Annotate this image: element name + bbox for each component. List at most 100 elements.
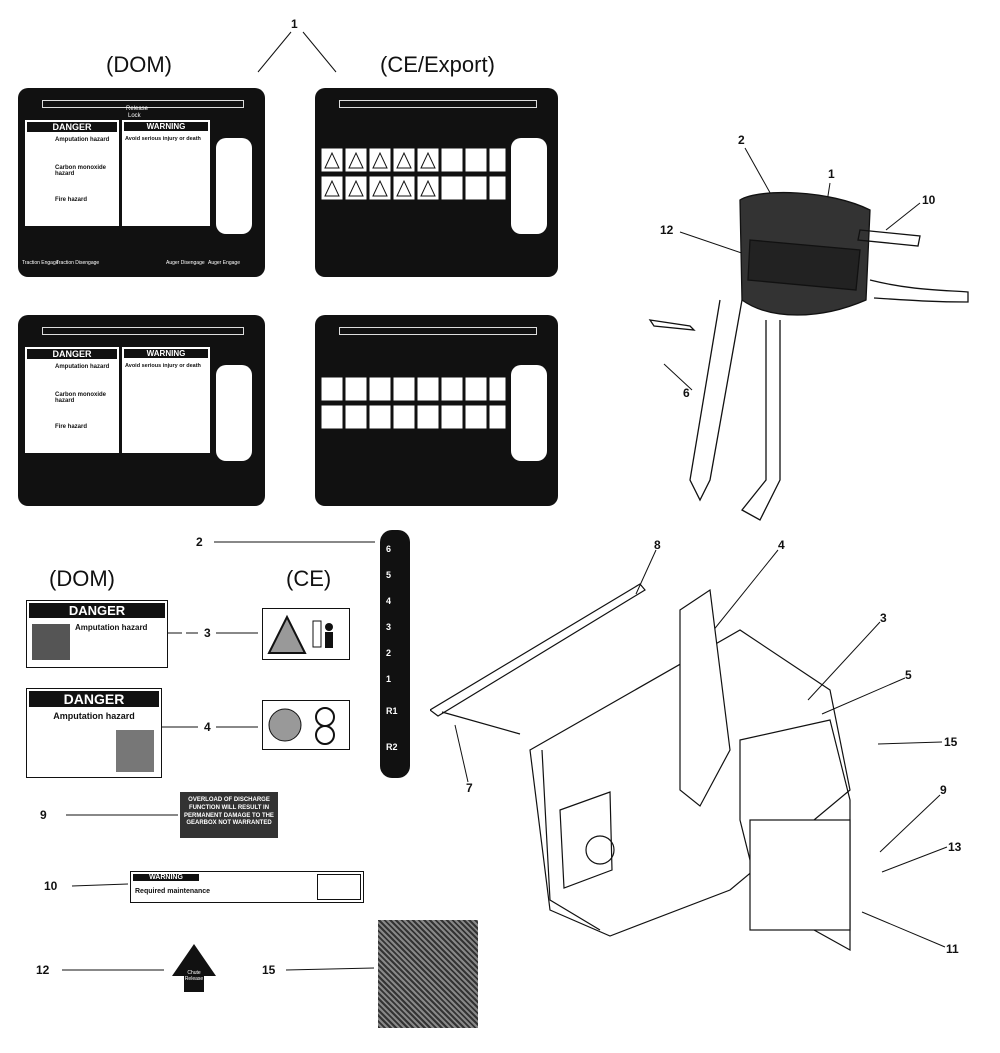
decal-4-danger-title: DANGER (29, 691, 159, 707)
callout-2-strip: 2 (196, 535, 203, 549)
carbon-text: Carbon monoxide hazard (55, 165, 107, 177)
callout-10-decal: 10 (44, 879, 58, 893)
warning-block: WARNING Avoid serious injury or death (122, 120, 210, 226)
decal-3-pictogram (32, 624, 70, 660)
key-slot-ce-2 (511, 365, 547, 461)
decal-3-ce-pictogram (267, 614, 333, 654)
avoid-injury-text: Avoid serious injury or death (125, 136, 201, 142)
traction-disengage-text: Traction Disengage (56, 260, 100, 266)
speed-label-4: 4 (386, 596, 392, 606)
callout-6-handle: 6 (683, 386, 690, 400)
fire-text-2: Fire hazard (55, 424, 88, 430)
panel-track-ce (339, 100, 537, 108)
leader-15-housing (877, 741, 943, 745)
leader-6-handle (663, 363, 693, 391)
callout-12-handle: 12 (660, 223, 674, 237)
panel-track-ce-2 (339, 327, 537, 335)
decal-3-ce (262, 608, 350, 660)
callout-1-handle: 1 (828, 167, 835, 181)
decal-4-amputation: Amputation hazard (53, 711, 135, 721)
panel-release-text: Release (126, 106, 149, 112)
decal-4-ce (262, 700, 350, 750)
panel-track (42, 100, 244, 108)
key-slot-ce (511, 138, 547, 234)
control-panel-decal-dom-1: Release Lock DANGER Amputation hazard Ca… (18, 88, 265, 277)
amputation-text-2: Amputation hazard (55, 364, 110, 370)
callout-4-decal: 4 (204, 720, 211, 734)
control-panel-decal-ce-1 (315, 88, 558, 277)
warning-block-2: WARNING Avoid serious injury or death (122, 347, 210, 453)
decal-3-amputation: Amputation hazard (75, 623, 148, 632)
callout-13-housing: 13 (948, 840, 962, 854)
panel-track-2 (42, 327, 244, 335)
auger-engage-text: Auger Engage (208, 260, 240, 266)
traction-engage-text: Traction Engage (22, 260, 59, 266)
danger-heading-2: DANGER (27, 349, 117, 359)
decal-3-dom: DANGER Amputation hazard (26, 600, 168, 668)
callout-4-housing: 4 (778, 538, 785, 552)
decal-10: WARNING Required maintenance (130, 871, 364, 903)
decal-12-chute-release (172, 944, 216, 992)
control-panel-decal-ce-2 (315, 315, 558, 506)
speed-label-6: 6 (386, 544, 392, 554)
speed-label-r1: R1 (386, 706, 398, 716)
warning-heading-2: WARNING (124, 349, 208, 358)
heading-ce-export-top: (CE/Export) (380, 52, 495, 77)
leader-13-housing (881, 846, 948, 873)
amputation-text: Amputation hazard (55, 137, 110, 143)
callout-9-housing: 9 (940, 783, 947, 797)
leader-8 (635, 549, 657, 595)
callout-3-decal: 3 (204, 626, 211, 640)
callout-15-housing: 15 (944, 735, 958, 749)
key-slot-2 (216, 365, 252, 461)
speed-label-3: 3 (386, 622, 392, 632)
callout-9-decal: 9 (40, 808, 47, 822)
speed-label-2: 2 (386, 648, 392, 658)
heading-dom-mid: (DOM) (49, 566, 115, 591)
heading-ce-mid: (CE) (286, 566, 332, 591)
callout-12-decal: 12 (36, 963, 50, 977)
handle-assembly (648, 191, 969, 521)
decal-10-maintenance: Required maintenance (135, 888, 211, 895)
callout-15-decal: 15 (262, 963, 276, 977)
fire-text: Fire hazard (55, 197, 88, 203)
callout-7-housing: 7 (466, 781, 473, 795)
callout-10-handle: 10 (922, 193, 936, 207)
leader-3-housing (807, 621, 881, 701)
callout-11-housing: 11 (946, 942, 959, 956)
decal-9: OVERLOAD OF DISCHARGE FUNCTION WILL RESU… (180, 792, 278, 838)
leader-10 (71, 883, 129, 887)
decal-4-dom: DANGER Amputation hazard (26, 688, 162, 778)
decal-4-ce-pictogram (268, 707, 335, 745)
leader-7 (454, 724, 469, 783)
ce-pictograms (320, 147, 507, 201)
leader-10-handle (885, 202, 921, 231)
control-panel-decal-dom-2: DANGER Amputation hazard Carbon monoxide… (18, 315, 265, 506)
auger-disengage-text: Auger Disengage (166, 260, 205, 266)
panel-lock-text: Lock (128, 113, 141, 119)
leader-15 (285, 967, 375, 971)
decal-9-text: OVERLOAD OF DISCHARGE FUNCTION WILL RESU… (184, 797, 274, 827)
callout-2-handle: 2 (738, 133, 745, 147)
ce-pictograms-2 (321, 377, 506, 430)
callout-8-housing: 8 (654, 538, 661, 552)
leader-4-housing (711, 549, 779, 633)
heading-dom-top: (DOM) (106, 52, 172, 77)
danger-block: DANGER Amputation hazard Carbon monoxide… (25, 120, 119, 226)
leader-1-left (257, 31, 292, 73)
danger-heading: DANGER (27, 122, 117, 132)
avoid-injury-text-2: Avoid serious injury or death (125, 363, 201, 369)
leader-9-housing (879, 794, 941, 853)
key-slot (216, 138, 252, 234)
leader-1-right (302, 31, 337, 73)
decal-10-pictogram (317, 874, 361, 900)
speed-label-5: 5 (386, 570, 392, 580)
callout-3-housing: 3 (880, 611, 887, 625)
decal-10-warning-title: WARNING (133, 874, 199, 881)
leader-5-housing (821, 677, 906, 715)
ce-pictogram-grid (320, 147, 507, 204)
carbon-text-2: Carbon monoxide hazard (55, 392, 107, 404)
